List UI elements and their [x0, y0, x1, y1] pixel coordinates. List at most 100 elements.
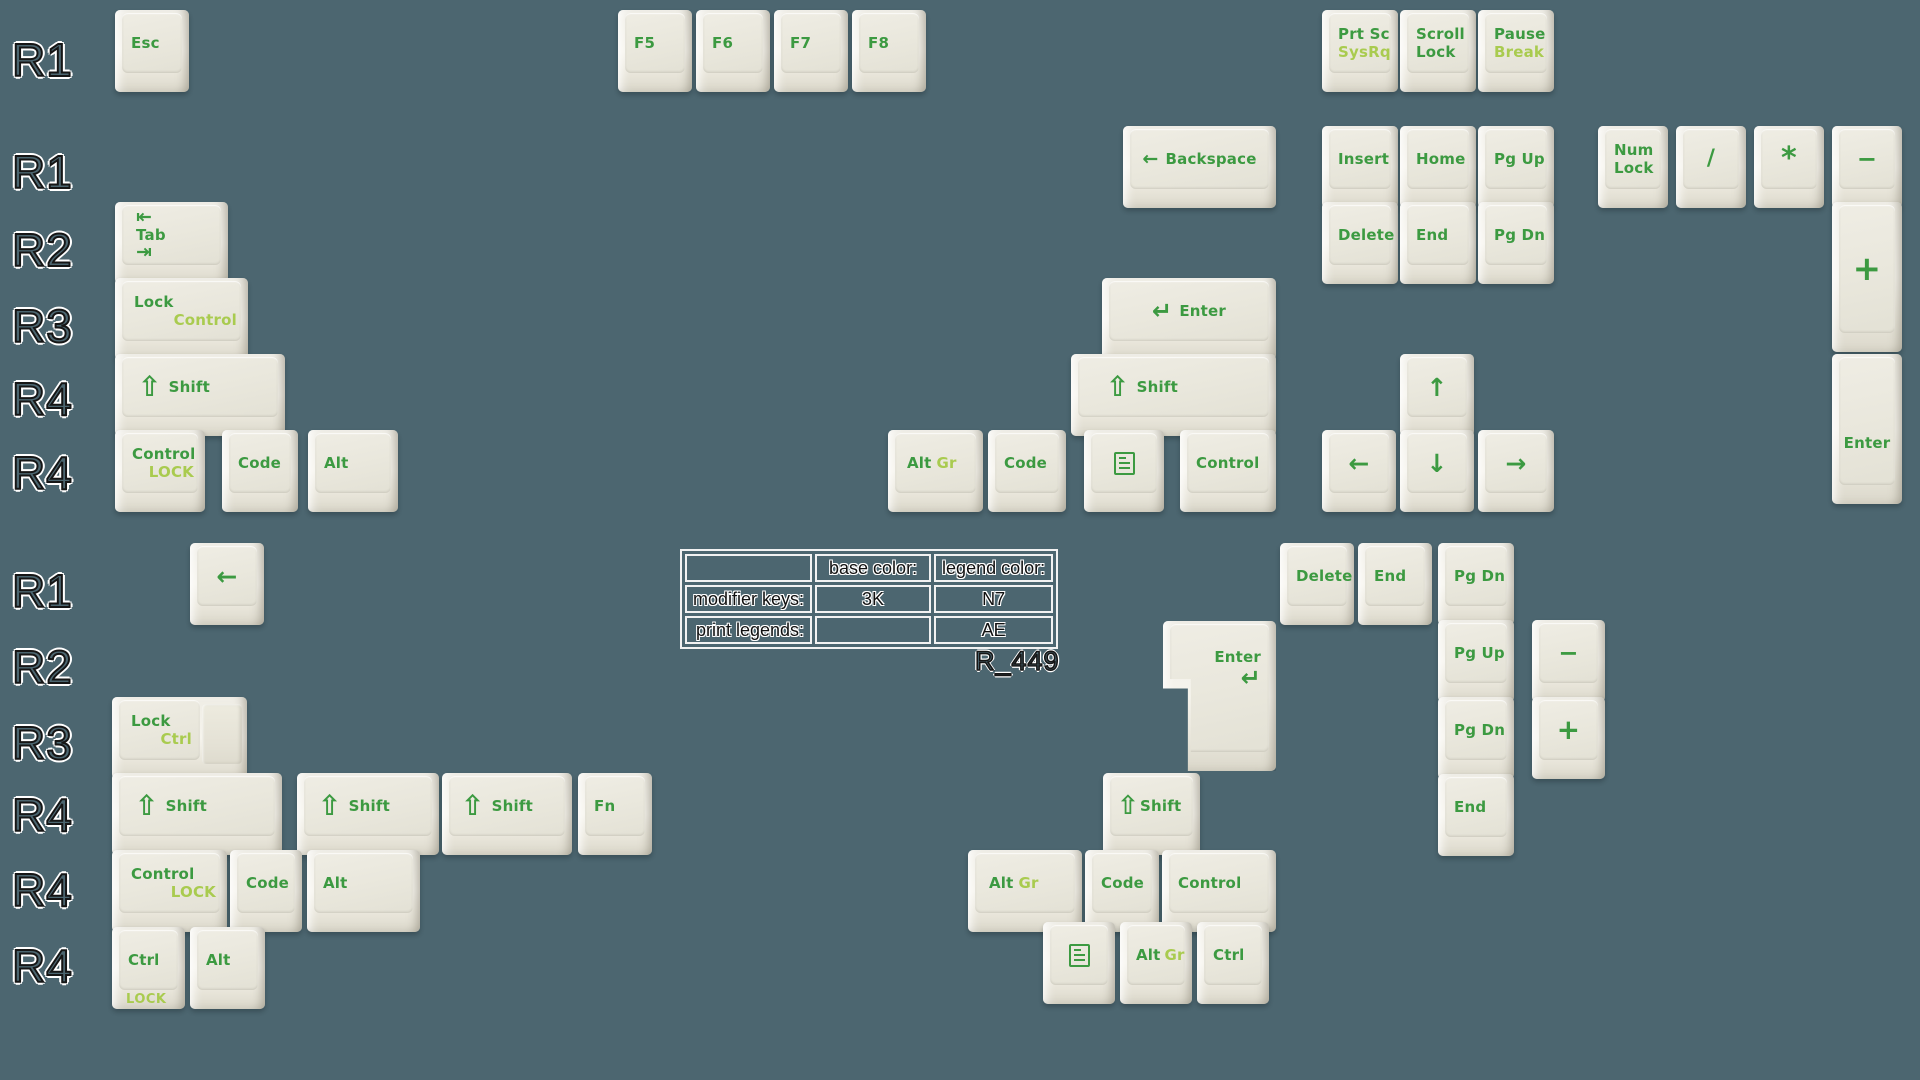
key-legend-text: End: [1374, 567, 1407, 585]
keycap-legend-line: Tab: [136, 227, 221, 243]
keycap-legend-line: /: [1707, 148, 1715, 170]
row-label-r3: R3: [11, 300, 73, 352]
key-legend-text: Shift: [1136, 378, 1178, 396]
keycap-legend: Home: [1407, 129, 1469, 189]
keycap-top-face: [1407, 129, 1469, 189]
keycap-b-plus: +: [1532, 697, 1605, 779]
keycap-control: Control: [1180, 430, 1276, 512]
key-legend-glyph-icon: ←: [216, 561, 238, 591]
spec-cell-print-legends: print legends:: [685, 616, 813, 644]
keycap-legend-line: Enter: [1844, 434, 1891, 452]
keycap-legend: Delete: [1329, 205, 1395, 265]
key-legend-text: Control: [173, 311, 237, 329]
row-label-r4: R4: [11, 940, 73, 992]
key-legend-text: Enter: [1179, 302, 1226, 320]
keycap-legend: ⇧Shift: [119, 776, 275, 836]
key-legend-text: Control: [1196, 454, 1260, 472]
keycap-b-end-2: End: [1438, 774, 1514, 856]
keycap-arrow-left: ←: [1322, 430, 1396, 512]
keycap-legend: F5: [625, 13, 685, 73]
key-legend-glyph-icon: /: [1706, 146, 1716, 171]
keycap-top-face: [229, 433, 291, 493]
keycap-top-face: [304, 776, 432, 836]
keycap-b-delete: Delete: [1280, 543, 1354, 625]
keycap-legend-line: Ctrl: [1213, 946, 1262, 964]
keycap-legend: Control: [1169, 853, 1269, 913]
keycap-legend: ←: [1329, 433, 1389, 493]
key-legend-text: Home: [1416, 150, 1466, 168]
keycap-legend: Pg Dn: [1445, 546, 1507, 606]
keycap-top-face: [1287, 546, 1347, 606]
keycap-legend-line: End: [1454, 798, 1507, 816]
key-legend-text: Alt: [989, 874, 1014, 892]
keycap-legend-line: ⇥: [136, 243, 221, 262]
keycap-legend: Pg Dn: [1485, 205, 1547, 265]
keycap-top-face: [1445, 700, 1507, 760]
spec-table-row-modifier-keys: modifier keys: 3K N7: [685, 585, 1054, 613]
spec-cell-print-base: [815, 616, 932, 644]
key-legend-text: Backspace: [1165, 150, 1257, 168]
keycap-top-face: [119, 853, 220, 913]
key-legend-text: Delete: [1338, 226, 1395, 244]
keycap-legend-line: SysRq: [1338, 43, 1391, 61]
keycap-numpad-slash: /: [1676, 126, 1746, 208]
keycap-legend: Pg Dn: [1445, 700, 1507, 760]
key-legend-glyph-icon: ↵: [1152, 297, 1173, 325]
keycap-top-face: [1605, 129, 1661, 189]
keycap-legend-line: Code: [1004, 454, 1059, 472]
key-legend-text: Pg Dn: [1454, 721, 1506, 739]
key-legend-text: Control: [131, 865, 195, 883]
keycap-top-face: [1485, 433, 1547, 493]
keycap-legend: Alt: [314, 853, 413, 913]
keycap-b-control: Control: [1162, 850, 1276, 932]
keycap-legend-line: Esc: [131, 34, 182, 52]
keycap-top-face: [1204, 925, 1262, 985]
keycap-f6: F6: [696, 10, 770, 92]
key-legend-text: Gr: [1164, 946, 1185, 964]
keycap-legend-line: ⇧Shift: [135, 792, 275, 820]
key-legend-text: Code: [1101, 874, 1145, 892]
keycap-legend: ↓: [1407, 433, 1467, 493]
key-legend-text: Gr: [936, 454, 957, 472]
keycap-top-face: [1539, 700, 1598, 760]
keycap-legend-line: −: [1558, 641, 1578, 665]
keycap-top-face: [1329, 205, 1391, 265]
keycap-legend-line: Pause: [1494, 25, 1547, 43]
keycap-legend-line: Enter: [1214, 648, 1261, 666]
keycap-legend-line: Pg Dn: [1454, 567, 1507, 585]
keycap-legend: F7: [781, 13, 841, 73]
key-legend-text: Alt: [324, 454, 349, 472]
keycap-fn: Fn: [578, 773, 652, 855]
keycap-top-face: [1407, 357, 1467, 417]
keycap-legend: −: [1539, 623, 1598, 683]
keycap-iso-enter: Enter↵: [1163, 621, 1276, 771]
keycap-top-face: [1485, 13, 1547, 73]
keycap-legend-line: Home: [1416, 150, 1469, 168]
key-legend-text: Num: [1614, 141, 1654, 159]
keycap-legend-line: F7: [790, 34, 841, 52]
spec-table-header-row: base color: legend color:: [685, 554, 1054, 582]
row-label-r2: R2: [11, 224, 73, 276]
keycap-arrow-down: ↓: [1400, 430, 1474, 512]
key-legend-glyph-icon: *: [1781, 141, 1797, 176]
keycap-pg-dn: Pg Dn: [1478, 202, 1554, 284]
key-legend-glyph-icon: ←: [1348, 448, 1370, 478]
key-legend-glyph-icon: ←: [1142, 147, 1159, 170]
keycap-b-pg-dn-2: Pg Dn: [1438, 697, 1514, 779]
key-legend-glyph-icon: −: [1558, 639, 1579, 667]
keycap-legend: Control: [1187, 433, 1269, 493]
keycap-b-alt: Alt: [307, 850, 420, 932]
spec-cell-base-color-header: base color:: [815, 554, 932, 582]
key-legend-text: Enter: [1214, 648, 1261, 666]
keycap-legend: Code: [229, 433, 291, 493]
keycap-legend: +: [1839, 205, 1895, 333]
keycap-top-face: [585, 776, 645, 836]
key-legend-text: End: [1454, 798, 1487, 816]
keycap-legend-line: *: [1781, 144, 1797, 174]
keycap-legend: [1050, 925, 1108, 985]
